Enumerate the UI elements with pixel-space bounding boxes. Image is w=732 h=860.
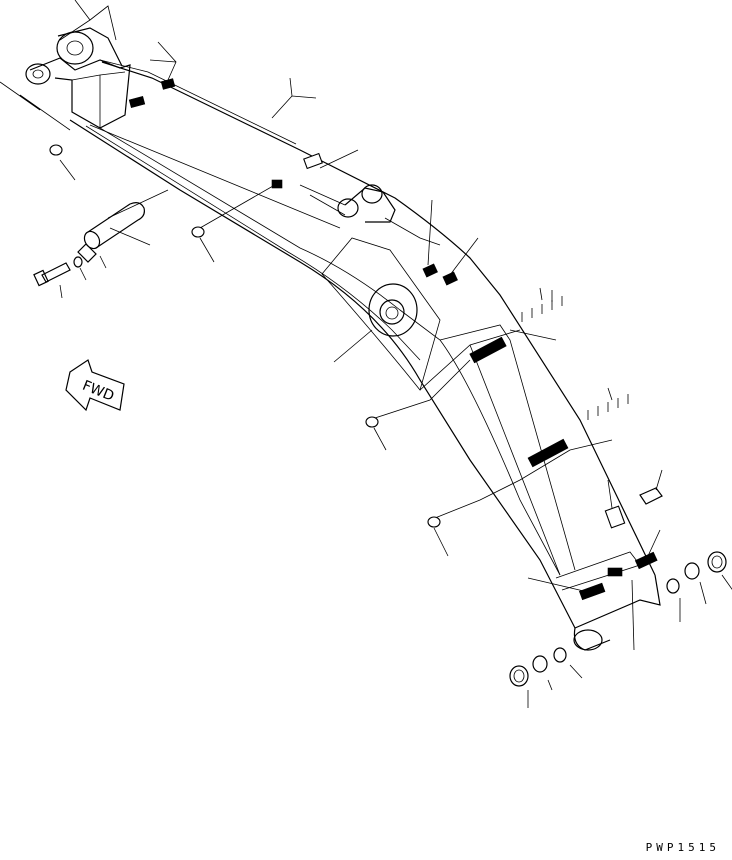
- loose-parts: [33, 144, 727, 687]
- grease-fitting-icon: [427, 516, 441, 528]
- bushing-icon: [509, 647, 567, 687]
- fwd-direction-marker: FWD: [65, 359, 125, 412]
- bushing-icon: [666, 551, 727, 594]
- grease-fitting-icon: [365, 416, 379, 428]
- grease-fitting-icon: [191, 226, 205, 238]
- bolt-icon: [33, 262, 71, 287]
- bolt-set-icon: [521, 296, 629, 420]
- fitting-icon: [639, 487, 663, 505]
- washer-icon: [73, 256, 83, 268]
- drawing-code: PWP1515: [645, 841, 720, 854]
- plate-icon: [77, 243, 97, 263]
- boom-pin-icon: [83, 202, 145, 250]
- grease-fitting-icon: [49, 144, 63, 156]
- leader-lines: [0, 0, 732, 708]
- boom-clamps: [128, 78, 658, 601]
- boom-structure: [25, 27, 661, 651]
